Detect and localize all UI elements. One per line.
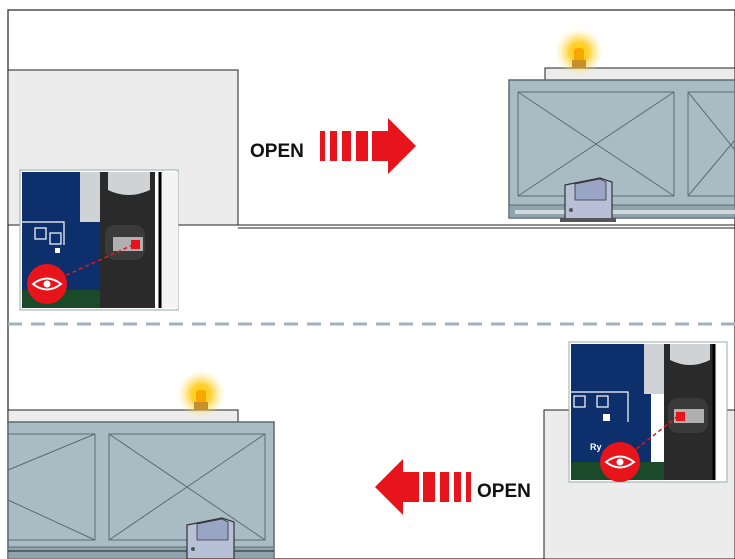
bottom-scene: OPEN Ry	[7, 341, 735, 559]
top-scene: OPEN	[7, 28, 735, 311]
direction-arrow-icon	[375, 459, 471, 515]
frame-border	[7, 9, 735, 559]
eye-icon	[27, 264, 67, 304]
board-label: Ry	[590, 442, 602, 452]
eye-icon	[600, 442, 640, 482]
warning-lamp-icon	[555, 28, 603, 76]
direction-arrow-icon	[320, 118, 416, 174]
open-label-bottom: OPEN	[477, 481, 531, 502]
control-board-inset-top	[19, 169, 179, 311]
control-board-inset-bottom: Ry	[568, 341, 728, 483]
gate-motor-icon	[560, 177, 616, 222]
gate-motor-icon	[186, 517, 235, 559]
sliding-gate-top	[508, 67, 735, 219]
open-label-top: OPEN	[250, 141, 304, 162]
warning-lamp-icon	[177, 370, 225, 418]
